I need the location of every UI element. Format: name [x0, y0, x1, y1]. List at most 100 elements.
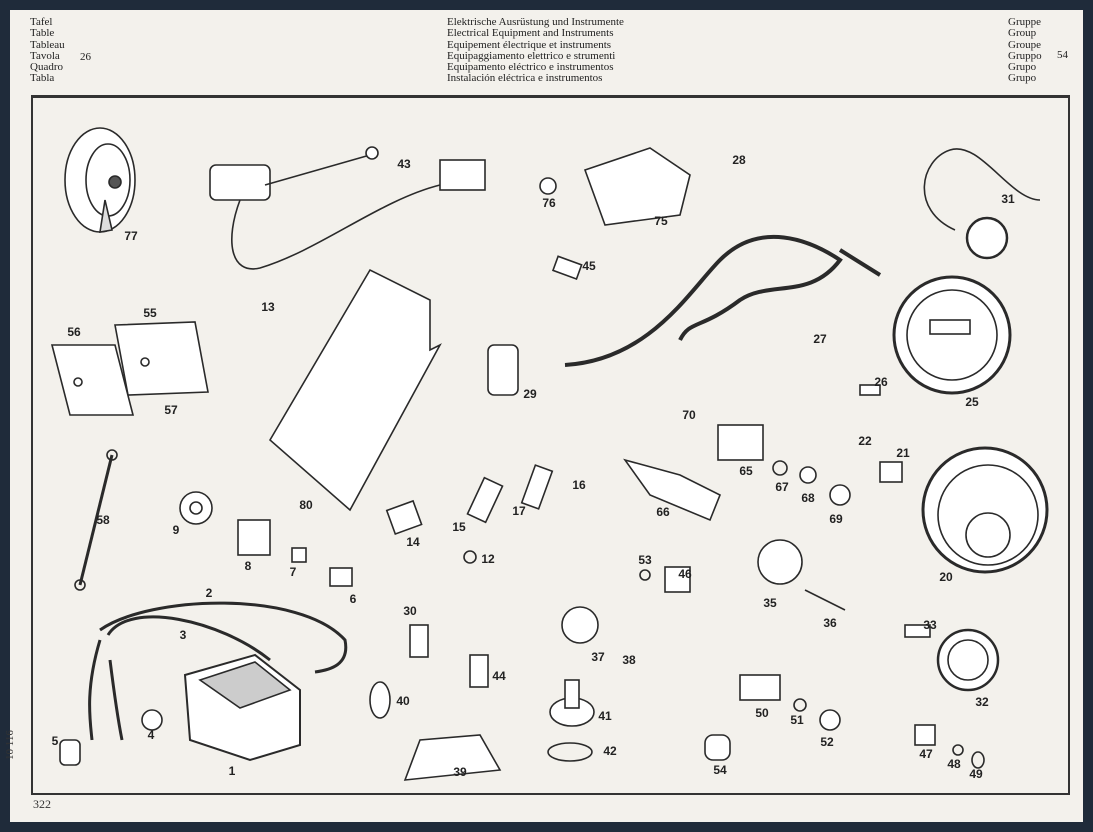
part-callout-number: 77: [124, 229, 138, 243]
grommet-part: [179, 491, 213, 525]
part-callout-number: 65: [739, 464, 753, 478]
part-callout-number: 46: [678, 567, 692, 581]
lamp-parts: [50, 321, 209, 416]
group-label: Groupe: [1008, 38, 1041, 51]
table-label: Quadro: [30, 61, 63, 74]
part-callout-number: 25: [965, 395, 979, 409]
part-callout-number: 14: [406, 535, 420, 549]
part-callout-number: 58: [96, 513, 110, 527]
part-callout-number: 15: [452, 520, 466, 534]
part-callout-number: 67: [775, 480, 789, 494]
regulator-part: [583, 147, 691, 226]
group-label: Gruppe: [1008, 16, 1041, 28]
group-label: Group: [1008, 27, 1037, 40]
section-title: Equipamento eléctrico e instrumentos: [447, 61, 614, 74]
cable-3: [88, 615, 271, 741]
part-callout-number: 33: [923, 618, 937, 632]
group-label: Grupo: [1008, 61, 1037, 74]
page-number: 322: [33, 797, 51, 811]
part-callout-number: 55: [143, 306, 157, 320]
part-callout-number: 13: [261, 300, 275, 314]
part-callout-number: 17: [512, 504, 526, 518]
table-number: 26: [80, 51, 91, 63]
part-callout-number: 16: [572, 478, 586, 492]
table-label: Tavola: [30, 49, 60, 62]
part-callout-number: 50: [755, 706, 769, 720]
gauge-31: [923, 148, 1041, 260]
part-callout-number: 48: [947, 757, 961, 771]
part-callout-number: 41: [598, 709, 612, 723]
part-callout-number: 76: [542, 196, 556, 210]
part-callout-number: 9: [172, 523, 180, 537]
part-callout-number: 4: [147, 728, 155, 742]
part-callout-number: 52: [820, 735, 834, 749]
part-callout-number: 36: [823, 616, 837, 630]
switch-with-cable-part: [209, 146, 486, 270]
part-callout-number: 80: [299, 498, 313, 512]
part-callout-number: 47: [919, 747, 933, 761]
part-callout-number: 40: [396, 694, 410, 708]
section-title: Equipaggiamento elettrico e strumenti: [447, 49, 616, 62]
part-callout-number: 28: [732, 153, 746, 167]
part-callout-number: 44: [492, 669, 506, 683]
part-callout-number: 42: [603, 744, 617, 758]
gauge-32: [936, 628, 1000, 692]
part-callout-number: 75: [654, 214, 668, 228]
part-callout-number: 43: [397, 157, 411, 171]
speedometer-25: [892, 275, 1012, 395]
rod-part: [78, 454, 114, 586]
part-callout-number: 68: [801, 491, 815, 505]
group-labels: Gruppe Group Groupe Gruppo Grupo Grupo: [1008, 16, 1042, 85]
part-callout-number: 57: [164, 403, 178, 417]
table-label: Tableau: [30, 38, 65, 51]
part-callout-number: 6: [349, 592, 357, 606]
part-callout-number: 29: [523, 387, 537, 401]
part-callout-number: 22: [858, 434, 872, 448]
part-callout-number: 35: [763, 596, 777, 610]
horn-part: [64, 127, 136, 233]
part-callout-number: 12: [481, 552, 495, 566]
table-label: Tafel: [30, 16, 53, 28]
part-callout-number: 53: [638, 553, 652, 567]
section-title: Equipement électrique et instruments: [447, 38, 612, 51]
part-callout-number: 20: [939, 570, 953, 584]
table-label: Table: [30, 27, 55, 40]
mounting-plate-part: [268, 268, 442, 512]
part-callout-number: 8: [244, 559, 252, 573]
part-callout-number: 27: [813, 332, 827, 346]
section-title: Elektrische Ausrüstung und Instrumente: [447, 16, 624, 28]
part-callout-number: 66: [656, 505, 670, 519]
part-callout-number: 69: [829, 512, 843, 526]
part-callout-number: 26: [874, 375, 888, 389]
group-label: Gruppo: [1008, 49, 1042, 62]
part-callout-number: 5: [51, 734, 59, 748]
part-callout-number: 30: [403, 604, 417, 618]
speedometer-20: [921, 446, 1049, 574]
section-title: Instalación eléctrica e instrumentos: [447, 72, 603, 85]
part-callout-number: 51: [790, 713, 804, 727]
part-callout-number: 49: [969, 767, 983, 781]
table-label: Tabla: [30, 72, 55, 85]
catalog-code: 10 116: [4, 730, 16, 760]
diagram-frame: [31, 95, 1070, 795]
part-callout-number: 32: [975, 695, 989, 709]
part-callout-number: 31: [1001, 192, 1015, 206]
battery-part: [183, 653, 301, 762]
part-callout-number: 37: [591, 650, 605, 664]
part-callout-number: 1: [228, 764, 236, 778]
part-callout-number: 38: [622, 653, 636, 667]
group-number: 54: [1057, 49, 1068, 61]
speedometer-cable-part: [564, 235, 882, 367]
cable-2: [99, 601, 348, 674]
part-callout-number: 3: [179, 628, 187, 642]
part-callout-number: 39: [453, 765, 467, 779]
part-callout-number: 56: [67, 325, 81, 339]
part-callout-number: 21: [896, 446, 910, 460]
part-callout-number: 70: [682, 408, 696, 422]
section-title: Electrical Equipment and Instruments: [447, 27, 614, 40]
part-callout-number: 2: [205, 586, 213, 600]
part-callout-number: 54: [713, 763, 727, 777]
group-label: Grupo: [1008, 72, 1037, 85]
part-callout-number: 7: [289, 565, 297, 579]
